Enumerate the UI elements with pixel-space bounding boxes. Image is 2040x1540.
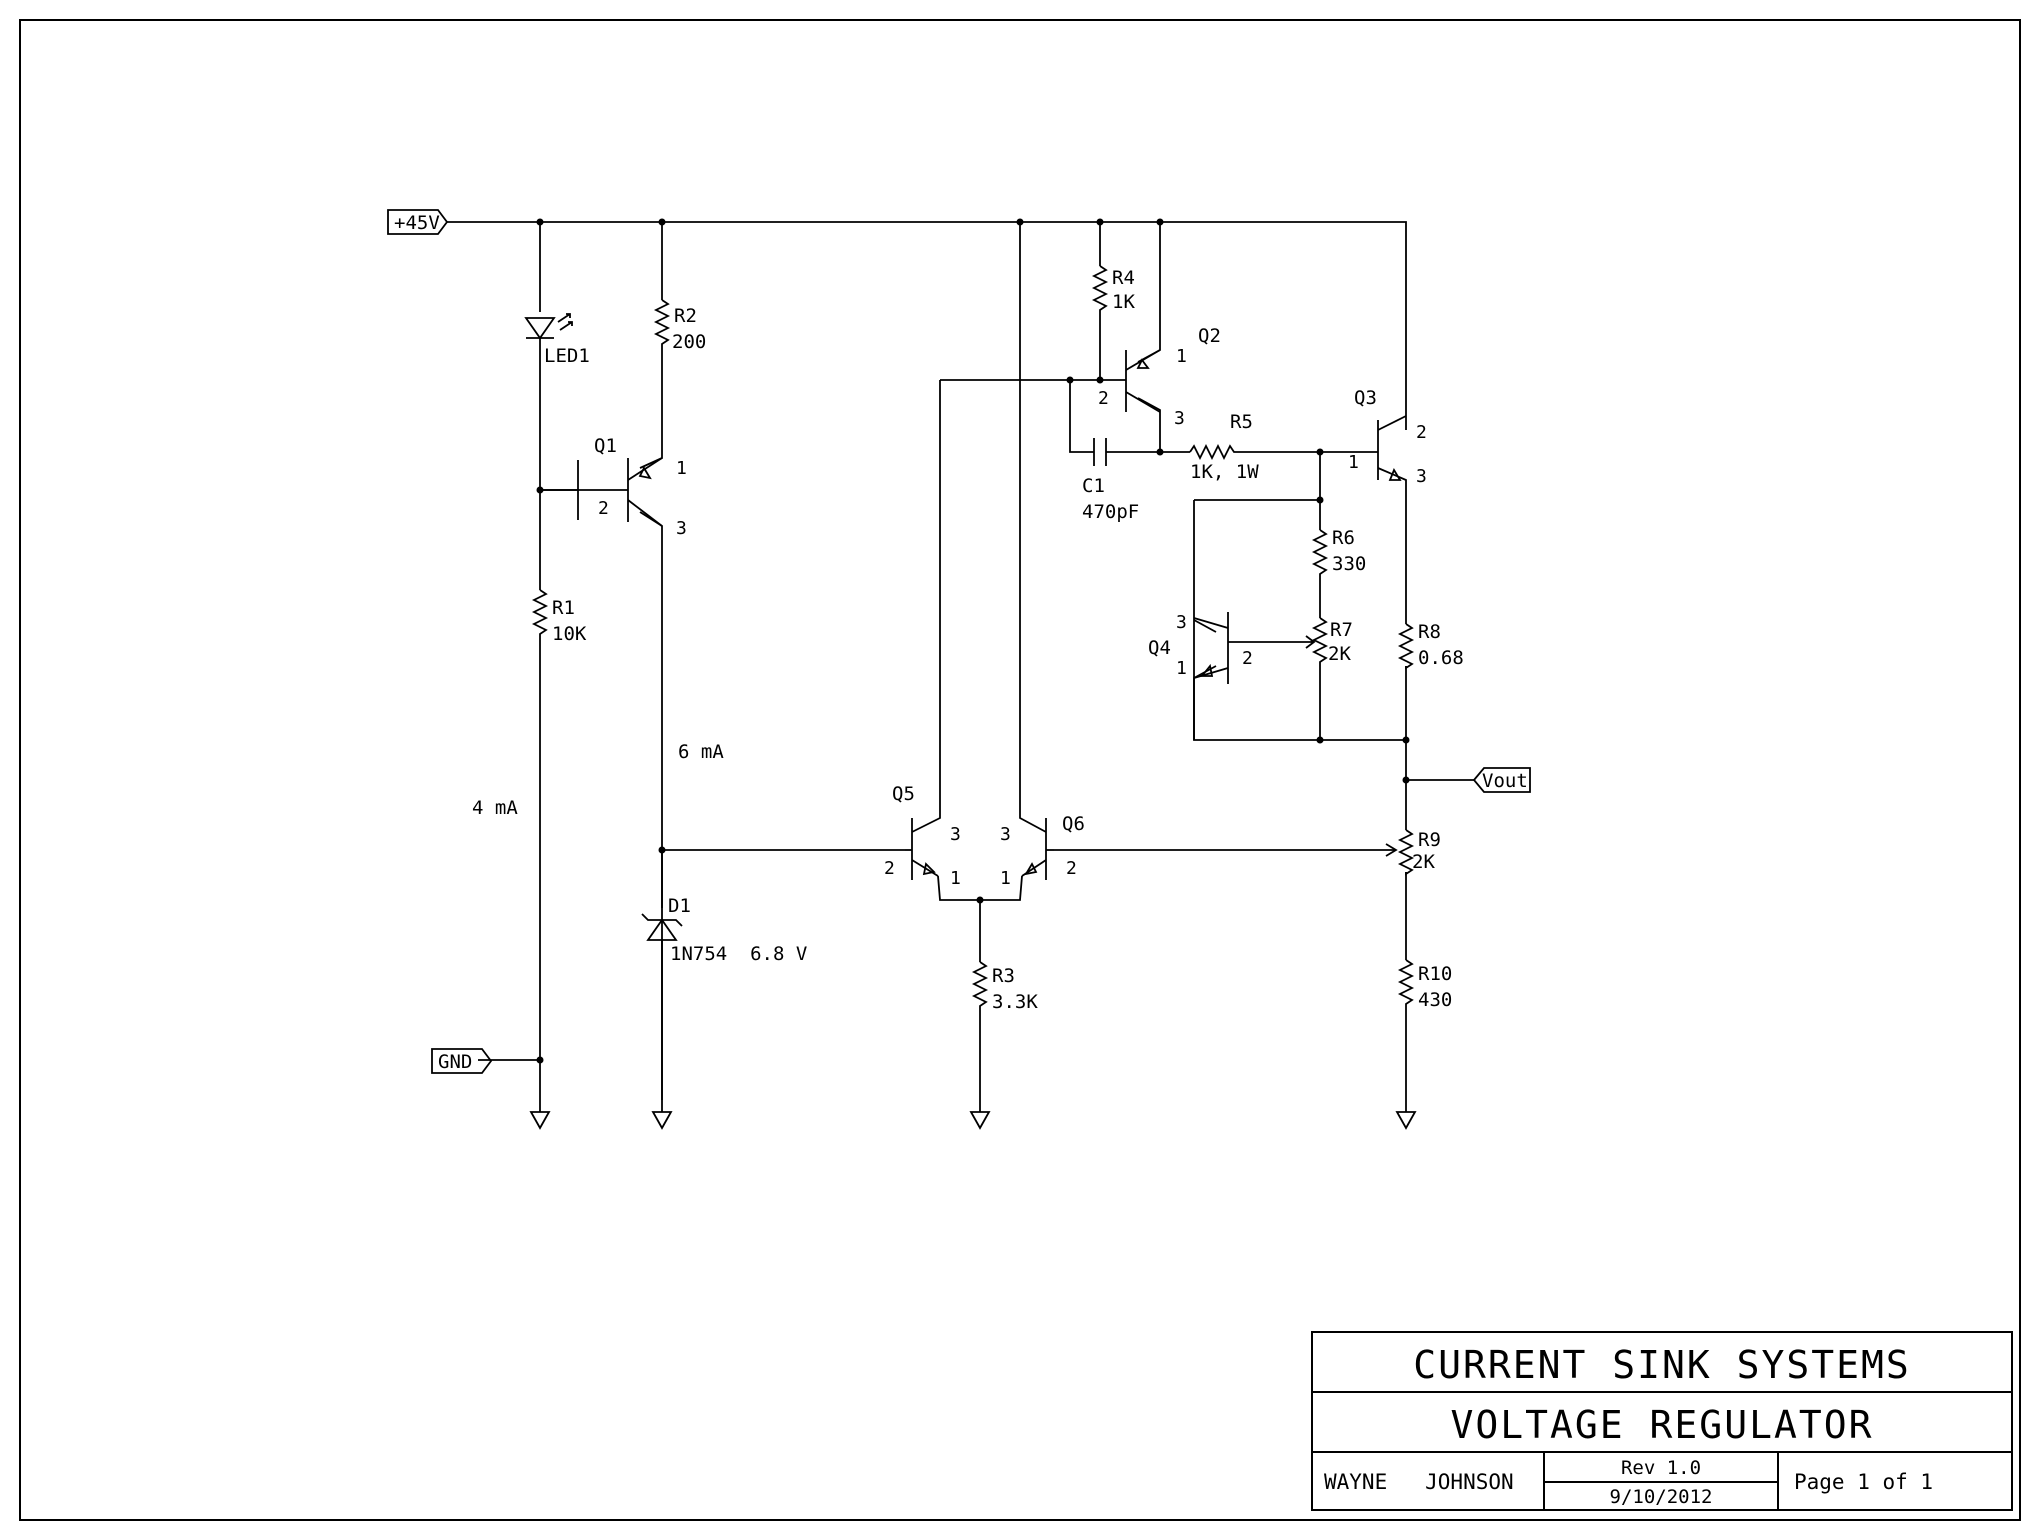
q2-pin1: 1 xyxy=(1176,346,1187,367)
port-vcc: +45V xyxy=(387,209,449,235)
r7-value: 2K xyxy=(1328,643,1351,665)
r7-symbol xyxy=(1304,617,1329,666)
sheet-border xyxy=(19,19,2021,1521)
r6-value: 330 xyxy=(1332,553,1366,575)
ground-symbols xyxy=(529,1100,1417,1130)
junctions xyxy=(536,218,1410,1064)
q2-ref: Q2 xyxy=(1198,325,1221,347)
q4-pin1: 1 xyxy=(1176,658,1187,679)
annotation-current-zener: 6 mA xyxy=(678,741,724,763)
q4-symbol xyxy=(1193,612,1229,684)
wires xyxy=(447,221,1474,1112)
q2-symbol xyxy=(1125,349,1161,413)
title-block-author: WAYNE JOHNSON xyxy=(1324,1470,1514,1494)
port-vcc-label: +45V xyxy=(394,212,440,234)
q1-ref: Q1 xyxy=(594,435,617,457)
q4-pin2: 2 xyxy=(1242,648,1253,669)
r8-ref: R8 xyxy=(1418,621,1441,643)
q1-pin1: 1 xyxy=(676,458,687,479)
r8-value: 0.68 xyxy=(1418,647,1464,669)
r2-value: 200 xyxy=(672,331,706,353)
r4-value: 1K xyxy=(1112,291,1135,313)
title-block-date: 9/10/2012 xyxy=(1610,1486,1713,1508)
r3-ref: R3 xyxy=(992,965,1015,987)
title-block-page: Page 1 of 1 xyxy=(1794,1470,1933,1494)
r10-ref: R10 xyxy=(1418,963,1452,985)
led1-symbol xyxy=(524,313,573,340)
q1-symbol xyxy=(578,457,663,527)
title-block-title: VOLTAGE REGULATOR xyxy=(1451,1403,1874,1447)
port-gnd: GND xyxy=(431,1048,493,1074)
q4-ref: Q4 xyxy=(1148,637,1171,659)
q6-pin2: 2 xyxy=(1066,858,1077,879)
q3-pin2: 2 xyxy=(1416,422,1427,443)
r2-ref: R2 xyxy=(674,305,697,327)
r10-value: 430 xyxy=(1418,989,1452,1011)
q6-symbol xyxy=(1021,818,1054,880)
q6-pin3: 3 xyxy=(1000,824,1011,845)
r5-value: 1K, 1W xyxy=(1190,461,1259,483)
q2-pin3: 3 xyxy=(1174,408,1185,429)
q6-pin1: 1 xyxy=(1000,868,1011,889)
r7-ref: R7 xyxy=(1330,619,1353,641)
r8-symbol xyxy=(1397,623,1415,670)
r5-ref: R5 xyxy=(1230,411,1253,433)
port-gnd-label: GND xyxy=(438,1051,472,1073)
d1-value: 1N754 6.8 V xyxy=(670,943,807,965)
r1-symbol xyxy=(531,589,549,646)
r5-symbol xyxy=(1189,443,1240,461)
annotation-current-led: 4 mA xyxy=(472,797,518,819)
q3-ref: Q3 xyxy=(1354,387,1377,409)
r9-symbol xyxy=(1385,829,1415,876)
title-block-company: CURRENT SINK SYSTEMS xyxy=(1413,1343,1911,1387)
q2-pin2: 2 xyxy=(1098,388,1109,409)
c1-symbol xyxy=(1093,438,1107,466)
r4-symbol xyxy=(1091,265,1109,312)
title-block-revision: Rev 1.0 xyxy=(1621,1457,1701,1479)
d1-ref: D1 xyxy=(668,895,691,917)
q5-symbol xyxy=(905,818,939,880)
title-block: CURRENT SINK SYSTEMS VOLTAGE REGULATOR W… xyxy=(1311,1331,2013,1511)
r10-symbol xyxy=(1397,959,1415,1010)
r3-symbol xyxy=(971,961,989,1012)
q5-pin1: 1 xyxy=(950,868,961,889)
c1-value: 470pF xyxy=(1082,501,1139,523)
r2-symbol xyxy=(653,299,671,358)
r6-symbol xyxy=(1311,529,1329,580)
q3-pin1: 1 xyxy=(1348,452,1359,473)
q5-pin3: 3 xyxy=(950,824,961,845)
q1-pin2: 2 xyxy=(598,498,609,519)
r6-ref: R6 xyxy=(1332,527,1355,549)
q3-symbol xyxy=(1377,420,1402,481)
c1-ref: C1 xyxy=(1082,475,1105,497)
port-vout-label: Vout xyxy=(1482,770,1528,792)
q4-pin3: 3 xyxy=(1176,612,1187,633)
d1-symbol xyxy=(641,913,683,941)
port-vout: Vout xyxy=(1472,767,1531,793)
led1-ref: LED1 xyxy=(544,345,590,367)
r9-value: 2K xyxy=(1412,851,1435,873)
q3-pin3: 3 xyxy=(1416,466,1427,487)
q5-ref: Q5 xyxy=(892,783,915,805)
r9-ref: R9 xyxy=(1418,829,1441,851)
r4-ref: R4 xyxy=(1112,267,1135,289)
r1-value: 10K xyxy=(552,623,587,645)
q1-pin3: 3 xyxy=(676,518,687,539)
r1-ref: R1 xyxy=(552,597,575,619)
q5-pin2: 2 xyxy=(884,858,895,879)
q6-ref: Q6 xyxy=(1062,813,1085,835)
r3-value: 3.3K xyxy=(992,991,1038,1013)
